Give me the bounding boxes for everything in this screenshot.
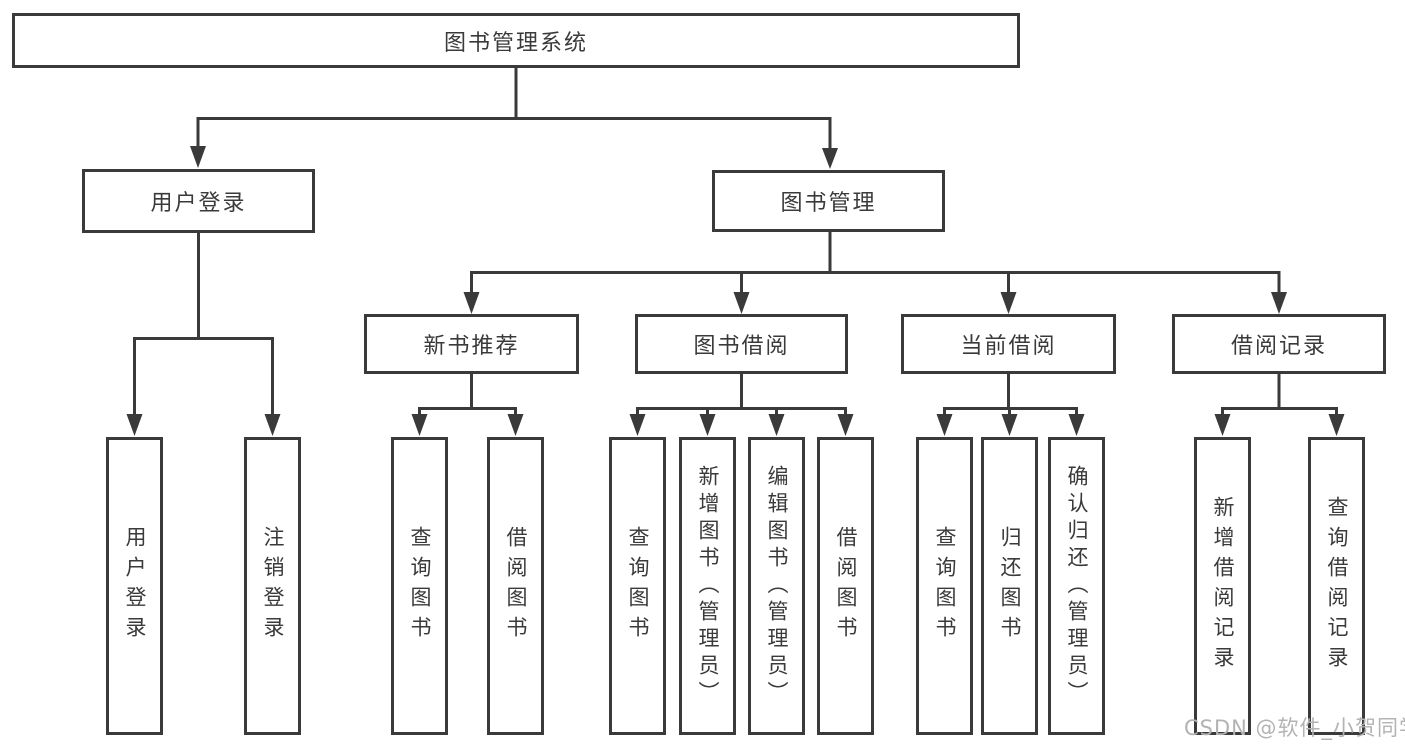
- node-current-borrow: 当前借阅: [901, 314, 1116, 374]
- leaf-return-books-label: 归还图书: [998, 526, 1022, 646]
- arrowheads-leaves: [411, 414, 1345, 436]
- leaf-edit-books-admin-label: 编辑图书（管理员）: [765, 464, 789, 708]
- connector-level3-to-leaves: [418, 374, 1338, 418]
- leaf-confirm-return-admin: 确认归还（管理员）: [1048, 437, 1105, 735]
- leaf-query-books-1-label: 查询图书: [408, 526, 432, 646]
- node-book-borrow: 图书借阅: [635, 314, 848, 374]
- node-new-book-recommend-label: 新书推荐: [423, 334, 520, 359]
- leaf-query-books-2-label: 查询图书: [626, 526, 650, 646]
- leaf-confirm-return-admin-label: 确认归还（管理员）: [1065, 464, 1089, 708]
- connector-book-management-to-level3: [470, 232, 1281, 296]
- leaf-add-borrow-record-label: 新增借阅记录: [1211, 496, 1235, 676]
- node-user-login: 用户登录: [82, 169, 315, 233]
- leaf-user-login-label: 用户登录: [123, 526, 147, 646]
- arrowheads-level2: [190, 146, 838, 169]
- arrowheads-user-login-leaves: [126, 414, 281, 436]
- leaf-add-borrow-record: 新增借阅记录: [1194, 437, 1251, 735]
- node-root-label: 图书管理系统: [443, 30, 588, 56]
- leaf-logout-label: 注销登录: [261, 526, 285, 646]
- node-book-management-label: 图书管理: [780, 191, 877, 216]
- arrowheads-level3: [463, 292, 1287, 314]
- connector-user-login-to-leaves: [133, 233, 274, 418]
- node-user-login-label: 用户登录: [150, 191, 247, 216]
- leaf-borrow-books-2: 借阅图书: [817, 437, 874, 735]
- leaf-add-books-admin: 新增图书（管理员）: [679, 437, 736, 735]
- leaf-query-borrow-record-label: 查询借阅记录: [1325, 496, 1349, 676]
- csdn-watermark: CSDN @软件_小贺同学: [1184, 716, 1405, 740]
- leaf-query-borrow-record: 查询借阅记录: [1308, 437, 1365, 735]
- leaf-query-books-2: 查询图书: [609, 437, 666, 735]
- leaf-query-books-3: 查询图书: [916, 437, 973, 735]
- leaf-logout: 注销登录: [244, 437, 301, 735]
- node-current-borrow-label: 当前借阅: [960, 334, 1057, 359]
- leaf-user-login: 用户登录: [106, 437, 163, 735]
- node-new-book-recommend: 新书推荐: [364, 314, 579, 374]
- connector-root-to-level2: [196, 68, 832, 152]
- leaf-edit-books-admin: 编辑图书（管理员）: [748, 437, 805, 735]
- leaf-borrow-books-1-label: 借阅图书: [504, 526, 528, 646]
- leaf-query-books-1: 查询图书: [391, 437, 448, 735]
- leaf-borrow-books-1: 借阅图书: [487, 437, 544, 735]
- leaf-add-books-admin-label: 新增图书（管理员）: [696, 464, 720, 708]
- leaf-borrow-books-2-label: 借阅图书: [834, 526, 858, 646]
- node-borrow-records: 借阅记录: [1172, 314, 1386, 374]
- leaf-query-books-3-label: 查询图书: [933, 526, 957, 646]
- node-root: 图书管理系统: [12, 13, 1020, 68]
- node-book-borrow-label: 图书借阅: [693, 334, 790, 359]
- node-book-management: 图书管理: [712, 170, 945, 232]
- leaf-return-books: 归还图书: [981, 437, 1038, 735]
- node-borrow-records-label: 借阅记录: [1230, 334, 1327, 359]
